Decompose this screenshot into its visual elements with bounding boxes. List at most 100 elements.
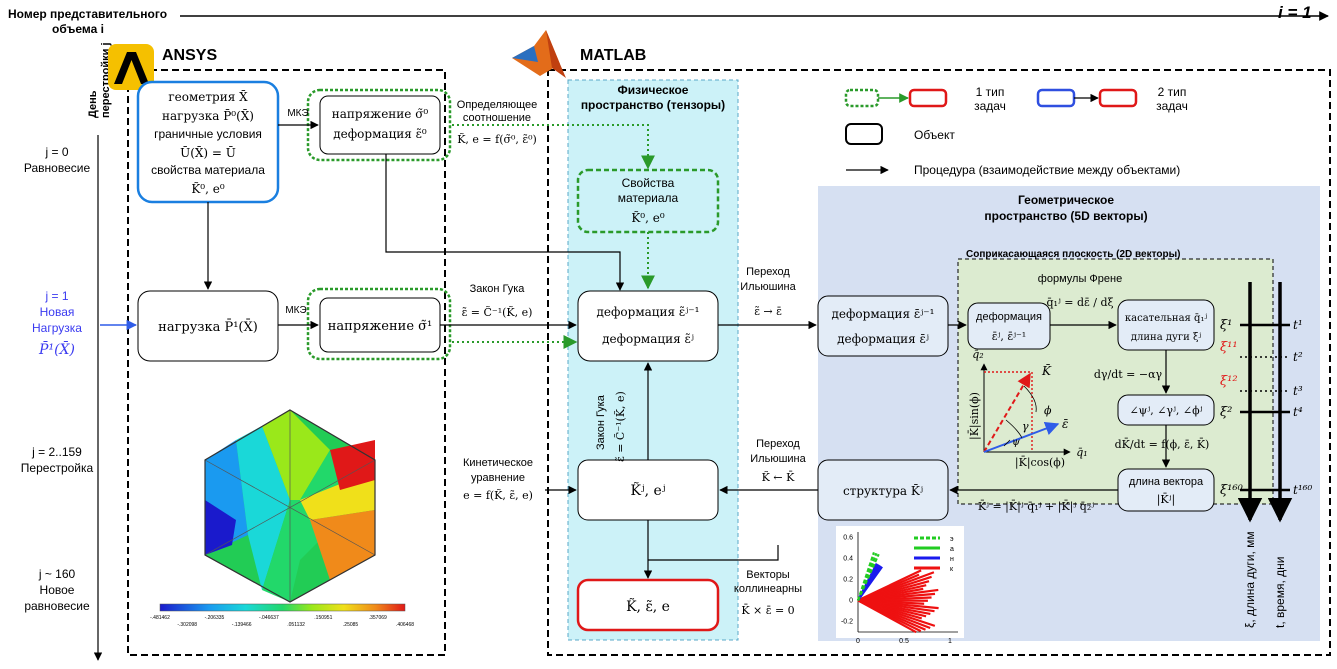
matlab-title: MATLAB	[580, 47, 646, 64]
def-line-1: деформация ε̃ʲ⁻¹	[597, 305, 700, 319]
matlab-logo-icon	[512, 30, 566, 78]
struct-eq: K̄ʲ = |K̄|ʲ q̄₁ʲ + |K̄|ʲ q̄₂ʲ	[978, 500, 1094, 514]
mini-x-tick: 0	[856, 638, 860, 645]
t-axis-label: t, время, дни	[1273, 557, 1287, 628]
mini-legend-label: a	[950, 546, 954, 553]
ilyushin-label-1: Переход	[746, 266, 790, 278]
stress1-text: напряжение σ̃¹	[328, 319, 433, 334]
mini-legend-label: э	[950, 536, 954, 543]
j1-text2: Нагрузка	[32, 321, 82, 335]
legend-object-box	[845, 123, 883, 145]
legend: 1 тип задач 2 тип задач Объект Процедура…	[844, 85, 1188, 177]
eps-label: ε̄	[1062, 417, 1068, 431]
constitutive-label-1: Определяющее	[457, 99, 537, 111]
eps-vector	[983, 421, 1060, 453]
ilyushin-b-eq: K̃ ← K̄	[762, 471, 795, 484]
geometric-title-1: Геометрическое	[1018, 193, 1114, 207]
mke-label-2: МКЭ	[285, 305, 306, 316]
hooke-vertical-eq: ε̃ = C̃⁻¹(K̃, e)	[614, 391, 627, 462]
ldef-line-1: деформация	[976, 311, 1042, 323]
mini-y-tick: 0.6	[843, 534, 853, 541]
stress0-box	[319, 95, 441, 155]
physical-title-1: Физическое	[618, 83, 689, 97]
green-dotted-to-props	[452, 124, 655, 170]
colorbar-label: .25085	[343, 622, 359, 628]
def-line-2: деформация ε̃ʲ	[602, 332, 694, 346]
osculating-plane-panel	[957, 258, 1274, 505]
gdef-line-1: деформация ε̄ʲ⁻¹	[832, 307, 935, 321]
deformation-box	[577, 290, 719, 362]
legend-procedure-text: Процедура (взаимодействие между объектам…	[914, 163, 1180, 177]
ilyushin-b-label-2: Ильюшина	[750, 453, 806, 465]
material-props-box	[576, 168, 720, 234]
collinear-label-2: коллинеарны	[734, 583, 802, 595]
kinetic-eq: e = f(K̃, ε̃, e)	[463, 489, 533, 502]
matlab-frame	[547, 69, 1331, 656]
ilyushin-label-2: Ильюшина	[740, 281, 796, 293]
q1-label: q̄₁	[1076, 446, 1087, 459]
colorbar-label: .150951	[314, 615, 332, 621]
hooke-top-eq: ε̃ = C̃⁻¹(K̃, e)	[462, 306, 533, 319]
k-eq: dK̄/dt = f(ϕ, ε̄, K̄)	[1115, 438, 1210, 451]
q2-label: q̄₂	[972, 348, 983, 361]
props-line-2: материала	[618, 191, 679, 205]
legend-blue-box	[1036, 88, 1076, 108]
arrow-stress0-to-def	[385, 154, 625, 291]
psi-arc	[1003, 439, 1011, 447]
frenet-eq: q̄₁ʲ = dε̄ / dξ	[1046, 296, 1113, 309]
osculating-title: Соприкасающаяся плоскость (2D векторы)	[966, 249, 1180, 260]
kinetic-label-2: уравнение	[471, 472, 525, 484]
contour-colorbar	[159, 603, 406, 612]
init-line-4: Ū(X̄) = Ū	[180, 145, 236, 160]
t-tick-label: t²	[1293, 350, 1303, 364]
xi-tick-label: ξ¹	[1220, 318, 1232, 333]
i-value: i = 1	[1278, 3, 1312, 22]
projection-lines	[984, 371, 1033, 452]
hooke-top-label: Закон Гука	[470, 283, 526, 295]
hooke-vertical: Закон Гука	[595, 394, 607, 450]
xi-tick-label: ξ¹⁶⁰	[1220, 483, 1244, 498]
structure-box	[817, 459, 949, 521]
ilyushin-eq: ε̃ → ε̄	[754, 305, 782, 318]
j160-text2: равновесие	[24, 599, 90, 613]
mke-label-1: МКЭ	[287, 108, 308, 119]
props-line-1: Свойства	[622, 176, 675, 190]
j2-label: j = 2..159	[31, 445, 82, 459]
legend-type2-1: 2 тип	[1158, 85, 1187, 99]
final-text: K̃, ε̃, e	[626, 597, 670, 615]
geometric-title-2: пространство (5D векторы)	[984, 209, 1147, 223]
cos-label: |K̄|cos(ϕ)	[1015, 456, 1065, 470]
mini-y-tick: -0.2	[841, 618, 853, 625]
geo-deformation-box	[817, 295, 949, 357]
init-line-2: нагрузка P̄⁰(X̄)	[162, 108, 254, 123]
mini-legend-label: н	[950, 556, 954, 563]
tan-line-2: длина дуги ξʲ	[1131, 332, 1202, 343]
colorbar-label: .406468	[396, 622, 414, 628]
mini-ray	[857, 569, 922, 602]
len-line-2: |K̄ʲ|	[1157, 493, 1176, 507]
mini-x-tick: 1	[948, 638, 952, 645]
legend-object-text: Объект	[914, 128, 955, 142]
stress0-line-2: деформация ε̃⁰	[333, 127, 427, 141]
tan-line-1: касательная q̄₁ʲ	[1125, 313, 1208, 324]
constitutive-label-2: соотношение	[463, 112, 531, 124]
ldef-line-2: ε̄ʲ, ε̄ʲ⁻¹	[992, 330, 1026, 343]
collinear-eq: K̄ × ε̄ = 0	[741, 604, 794, 617]
phi-arc	[1023, 385, 1037, 413]
kj-text: K̃ʲ, eʲ	[630, 481, 665, 499]
j1-label: j = 1	[44, 289, 68, 303]
angles-text: ∠ψʲ, ∠γʲ, ∠ϕʲ	[1129, 404, 1202, 417]
mini-y-tick: 0	[849, 597, 853, 604]
t-tick-label: t⁴	[1293, 405, 1303, 419]
j2-text: Перестройка	[21, 461, 94, 475]
mini-y-tick: 0.2	[843, 576, 853, 583]
init-line-1: геометрия X̄	[168, 89, 248, 104]
rve-label-line1: Номер представительного	[8, 7, 167, 21]
colorbar-labels: -.481462-.302098-.206335-.139466-.046637…	[150, 615, 414, 628]
init-line-5: свойства материала	[151, 163, 265, 177]
load1-text: нагрузка P̄¹(X̄)	[158, 319, 258, 335]
colorbar-label: -.046637	[259, 615, 279, 621]
struct-text: структура K̄ʲ	[843, 483, 923, 498]
